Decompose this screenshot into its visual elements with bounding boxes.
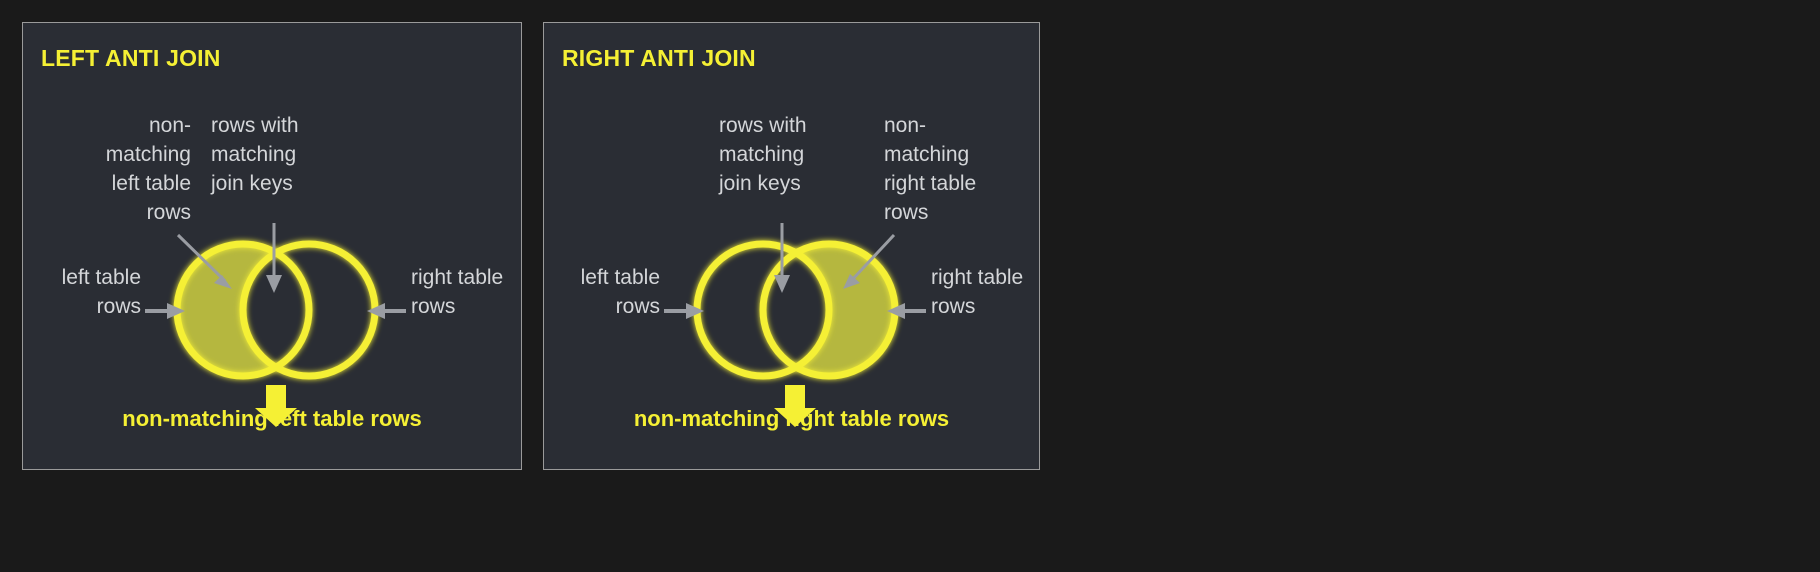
pointer-right-table-rows	[887, 303, 926, 319]
label-right-table-rows: right table rows	[931, 266, 1024, 318]
venn-diagram-right	[544, 23, 1039, 469]
circle-right-table	[239, 240, 379, 380]
label-left-table-rows: left table rows	[580, 266, 660, 318]
label-matching-join-keys: rows with matching join keys	[719, 114, 807, 195]
venn-svg	[145, 223, 406, 427]
pointer-matching	[774, 223, 790, 293]
panel-title: RIGHT ANTI JOIN	[562, 45, 756, 71]
pointer-left-table-rows	[145, 303, 185, 319]
pointer-matching	[266, 223, 282, 293]
result-caption: non-matching right table rows	[633, 406, 950, 431]
venn-svg	[664, 223, 926, 427]
pointer-non-matching	[176, 233, 232, 289]
venn-diagram-left	[23, 23, 521, 469]
panel-title: LEFT ANTI JOIN	[41, 45, 221, 71]
label-left-table-rows: left table rows	[61, 266, 141, 318]
pointer-non-matching	[843, 233, 896, 289]
label-non-matching-left-rows: non- matching left table rows	[105, 114, 191, 224]
pointer-right-table-rows	[367, 303, 406, 319]
circle-right-table	[759, 240, 899, 380]
label-right-table-rows: right table rows	[411, 266, 504, 318]
circle-left-table	[693, 240, 833, 380]
panel-right-anti-join: RIGHT ANTI JOIN	[543, 22, 1040, 470]
pointer-left-table-rows	[664, 303, 704, 319]
panel-left-anti-join: LEFT ANTI JOIN	[22, 22, 522, 470]
label-non-matching-right-rows: non- matching right table rows	[884, 114, 977, 224]
fill-left-only	[177, 244, 309, 376]
label-matching-join-keys: rows with matching join keys	[211, 114, 299, 195]
circle-left-table	[173, 240, 313, 380]
fill-right-only	[763, 244, 895, 376]
result-caption: non-matching left table rows	[122, 406, 422, 431]
